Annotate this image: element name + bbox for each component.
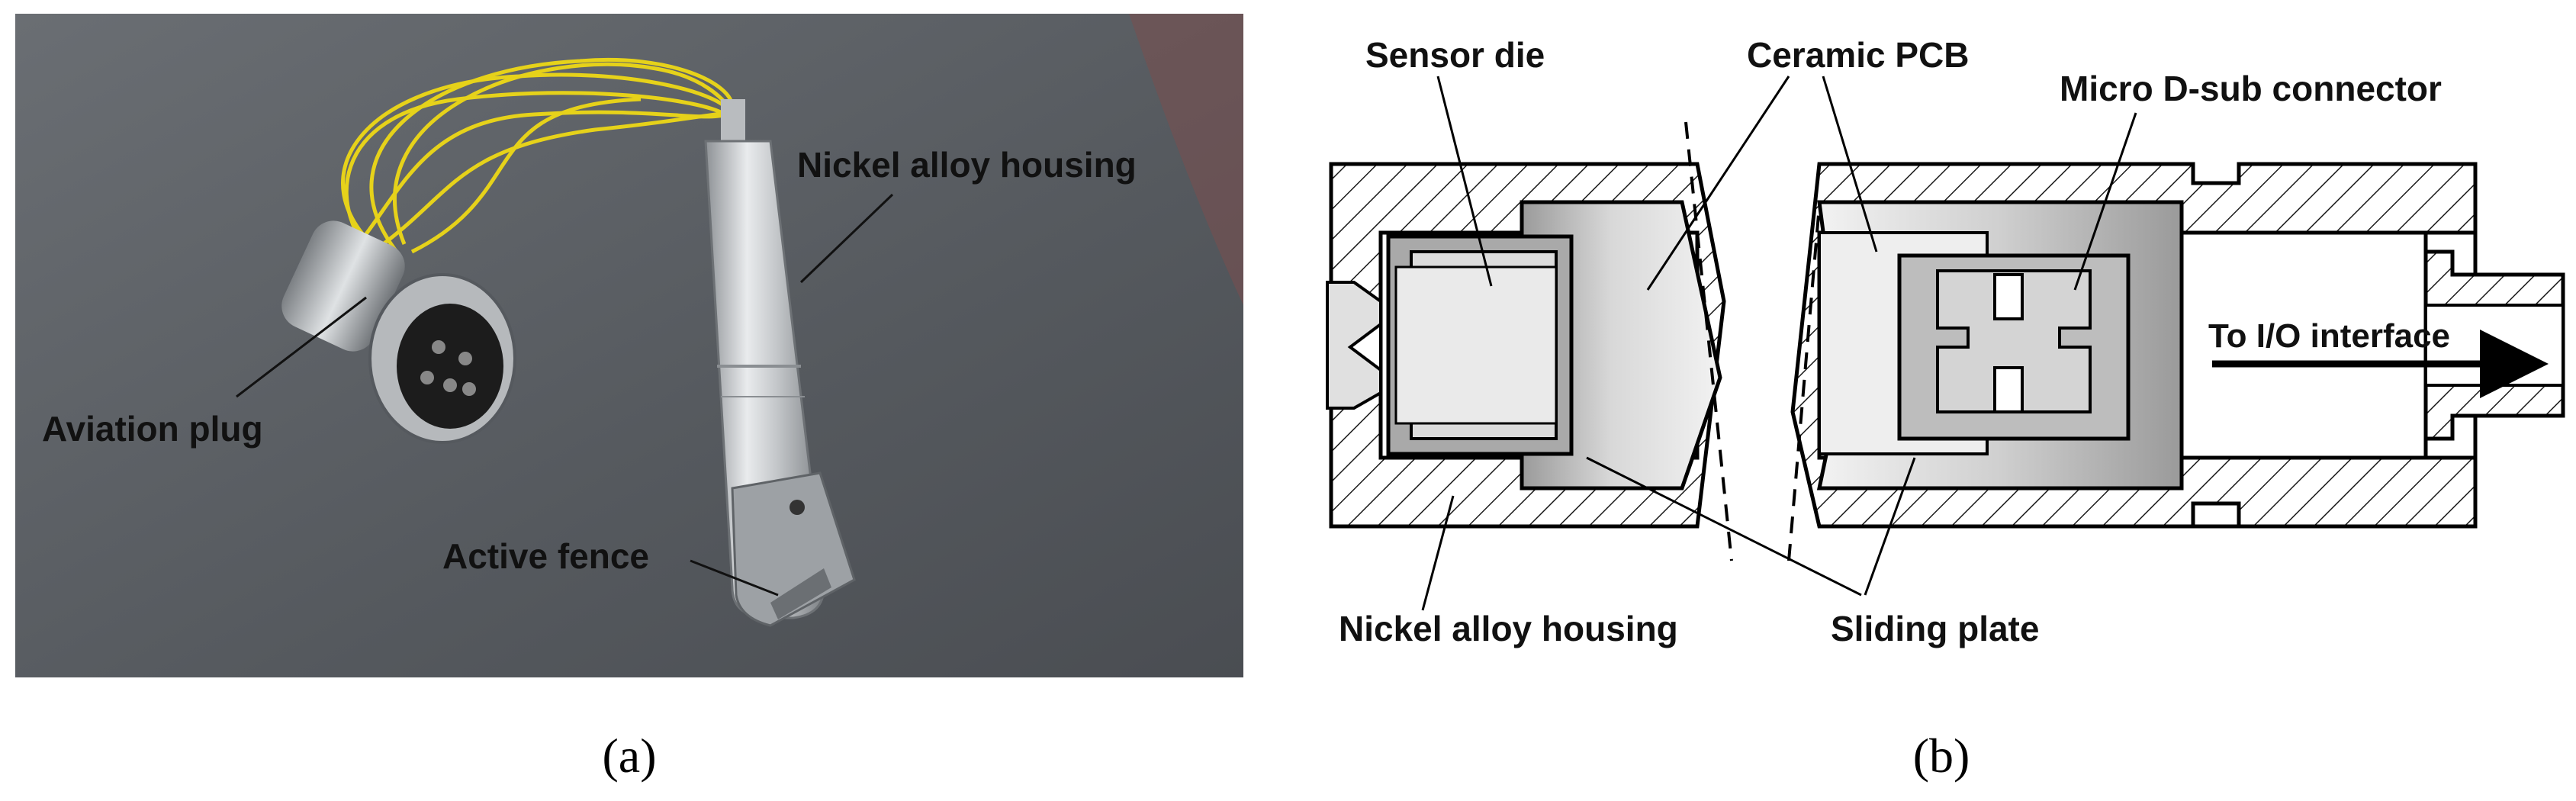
aviation-plug [281,220,516,444]
leader-aviation-plug [236,296,367,398]
label-nickel-alloy-housing-a: Nickel alloy housing [797,145,1137,185]
label-sensor-die: Sensor die [1365,35,1545,75]
sensor-housing [704,99,856,627]
leader-sliding-plate-1 [1586,456,1862,597]
leader-ceramic-pcb-2 [1822,76,1878,253]
caption-b: (b) [1913,729,1970,783]
leader-sensor-die [1436,76,1493,287]
leader-micro-dsub-connector [2073,112,2137,291]
panel-a: Nickel alloy housing Aviation plug Activ… [15,14,1243,783]
label-active-fence: Active fence [442,536,649,576]
label-to-io-interface: To I/O interface [2208,317,2450,355]
leader-sliding-plate-2 [1864,457,1916,596]
leader-nickel-alloy-housing-b [1421,495,1455,611]
label-sliding-plate: Sliding plate [1831,609,2039,648]
label-aviation-plug: Aviation plug [42,409,263,449]
leader-nickel-alloy-housing-a [799,193,894,284]
micro-dsub-connector [1897,253,2131,441]
leader-active-fence [690,559,779,597]
photo-corner-shadow [1129,14,1243,305]
break-line-left [1684,121,1733,561]
label-micro-dsub-connector: Micro D-sub connector [2060,69,2442,108]
leader-ceramic-pcb-1 [1646,76,1790,291]
yellow-cable [311,57,735,292]
caption-a: (a) [602,729,656,783]
panel-b: Sensor die Ceramic PCB Micro D-sub conne… [1326,35,2565,783]
sensor-die [1326,234,1574,456]
label-ceramic-pcb: Ceramic PCB [1747,35,1969,75]
connector-bore [2179,230,2428,460]
label-nickel-alloy-housing-b: Nickel alloy housing [1339,609,1678,648]
break-line-right [1787,205,1821,561]
